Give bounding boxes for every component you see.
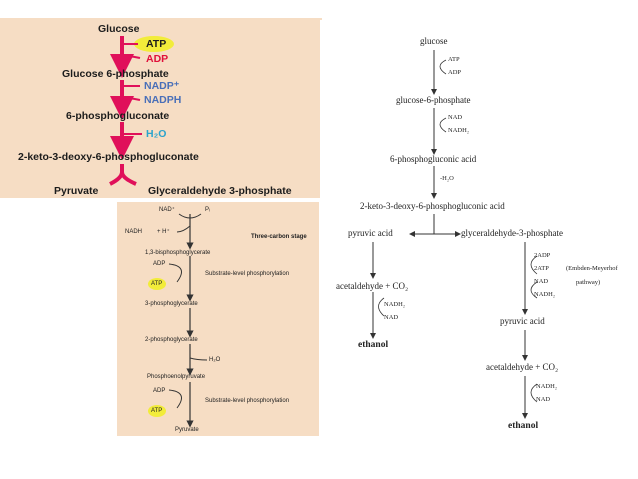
c-nadh-left-label: NADH₂ <box>384 301 406 308</box>
c-acet-right-label: acetaldehyde + CO₂ <box>486 362 559 372</box>
nadh-label: NADH <box>125 229 143 235</box>
nad-pi-curve <box>178 213 202 219</box>
three-carbon-stage-title: Three-carbon stage <box>251 234 307 240</box>
glyceraldehyde-3-phosphate-label: Glyceraldehyde 3-phosphate <box>148 185 292 197</box>
water-label: H₂O <box>146 128 167 140</box>
2-phosphoglycerate-label: 2-phosphoglycerate <box>145 337 198 343</box>
c-nad-right-label: NAD <box>536 396 551 403</box>
panel-c-arrows <box>370 50 538 419</box>
water-release-curve <box>189 357 208 361</box>
slp1-label: Substrate-level phosphorylation <box>205 271 290 277</box>
c-right-nadh-curve <box>530 383 538 403</box>
c-adp-label: ADP <box>448 69 462 76</box>
atp2-highlight <box>148 405 166 417</box>
c-nad2-curve <box>530 281 538 299</box>
h-plus-label: + H⁺ <box>157 229 170 235</box>
pyruvate-label: Pyruvate <box>54 185 99 197</box>
glucose-label: Glucose <box>98 23 140 35</box>
nadp-curve <box>123 85 141 101</box>
panel-b-arrows <box>148 213 208 428</box>
nadph-label: NADPH <box>144 94 182 106</box>
c-nadh-right-label: NADH₂ <box>536 383 558 390</box>
kdpg-label: 2-keto-3-deoxy-6-phosphogluconate <box>18 151 199 163</box>
c-atp-label: ATP <box>448 56 460 63</box>
c-glucose-label: glucose <box>420 36 448 46</box>
atp-adp-curve <box>123 43 141 59</box>
c-ethanol-right-label: ethanol <box>508 421 539 431</box>
nad-label: NAD⁺ <box>159 207 175 213</box>
slp2-label: Substrate-level phosphorylation <box>205 398 290 404</box>
c-pga-label: 6-phosphogluconic acid <box>390 154 477 164</box>
c-left-nadh-curve <box>378 297 385 317</box>
glucose-6-phosphate-label: Glucose 6-phosphate <box>62 68 169 80</box>
entner-doudoroff-color-panel: Glucose ATP ADP Glucose 6-phosphate NADP… <box>0 18 322 198</box>
6-phosphogluconate-label: 6-phosphogluconate <box>66 110 170 122</box>
atp-label: ATP <box>146 38 167 50</box>
c-adp-atp-curve <box>530 255 538 275</box>
c-nad-curve <box>439 117 447 133</box>
c-nadh-label: NADH₂ <box>448 127 470 134</box>
slp2-curve <box>168 389 182 409</box>
atp1-highlight <box>148 278 166 290</box>
adp-label: ADP <box>146 53 169 65</box>
c-nadh2-label: NADH₂ <box>534 291 556 298</box>
c-pathway-note-1: (Embden-Meyerhof <box>566 265 618 272</box>
slp1-curve <box>168 263 182 283</box>
c-nad-left-label: NAD <box>384 314 399 321</box>
three-carbon-stage-panel: NAD⁺ Pᵢ NADH + H⁺ Three-carbon stage 1,3… <box>117 202 319 436</box>
water-label: H₂O <box>209 357 221 363</box>
nadh-curve <box>176 225 191 233</box>
atp1-label: ATP <box>151 281 163 287</box>
atp2-label: ATP <box>151 408 163 414</box>
pi-label: Pᵢ <box>205 207 210 213</box>
nadp-label: NADP⁺ <box>144 80 180 92</box>
c-kdpg-label: 2-keto-3-deoxy-6-phosphogluconic acid <box>360 201 505 211</box>
c-water-label: -H₂O <box>440 175 454 182</box>
c-gap-label: glyceraldehyde-3-phosphate <box>461 228 563 238</box>
c-nad-label: NAD <box>448 114 463 121</box>
adp2-label: ADP <box>153 388 166 394</box>
pyruvate-label: Pyruvate <box>175 427 199 433</box>
c-g6p-label: glucose-6-phosphate <box>396 95 471 105</box>
c-2atp-label: 2ATP <box>534 265 549 272</box>
panel-a-arrows <box>109 36 174 186</box>
c-pyruvic-right-label: pyruvic acid <box>500 316 545 326</box>
c-ethanol-left-label: ethanol <box>358 340 389 350</box>
phosphoenolpyruvate-label: Phosphoenolpyruvate <box>147 374 206 380</box>
bisphosphoglycerate-label: 1,3-bisphosphoglycerate <box>145 250 211 256</box>
atp-highlight <box>134 36 174 52</box>
c-atp-adp-curve <box>439 59 447 75</box>
c-2adp-label: 2ADP <box>534 252 551 259</box>
3-phosphoglycerate-label: 3-phosphoglycerate <box>145 301 198 307</box>
split-arrow <box>109 164 137 186</box>
c-nad2-label: NAD <box>534 278 549 285</box>
adp1-label: ADP <box>153 261 166 267</box>
bw-pathway-panel: glucose ATP ADP glucose-6-phosphate NAD … <box>320 20 638 450</box>
c-acet-left-label: acetaldehyde + CO₂ <box>336 281 409 291</box>
c-pyruvic-left-label: pyruvic acid <box>348 228 393 238</box>
c-pathway-note-2: pathway) <box>576 279 601 286</box>
